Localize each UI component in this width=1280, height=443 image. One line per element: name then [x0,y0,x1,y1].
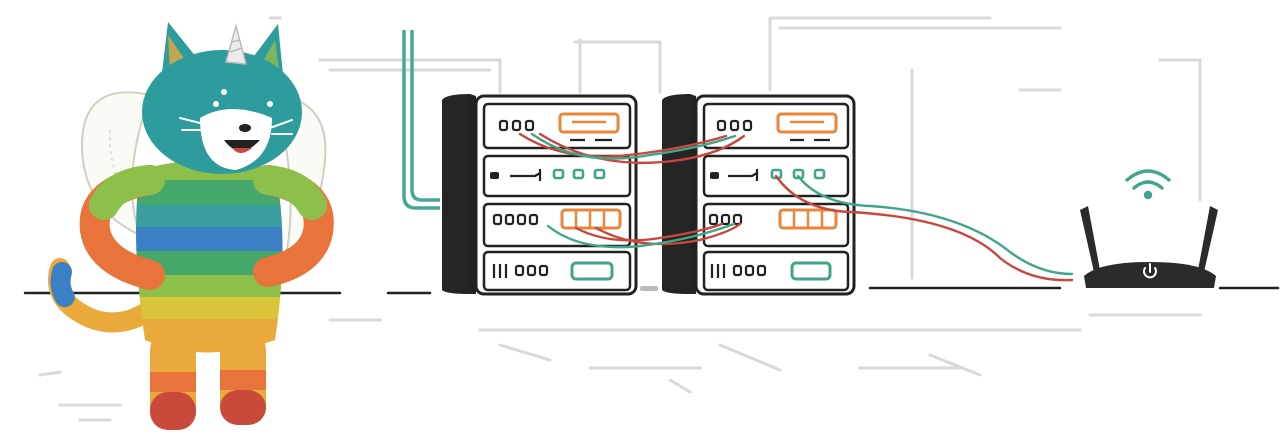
rack-connector [640,286,658,291]
mascot-rainbow-cat [48,22,334,430]
mascot-horn [225,23,248,65]
router-body [1084,262,1216,288]
teal-conduit [402,30,440,210]
router-antenna-right [1198,206,1218,272]
network-cables [518,132,1074,282]
server-rack-left [442,94,638,296]
power-icon [1143,263,1157,279]
wifi-router [1080,169,1218,288]
server-rack-right [662,94,856,296]
wifi-icon [1125,169,1171,200]
background-lines [38,16,1202,422]
router-antenna-left [1080,206,1100,272]
